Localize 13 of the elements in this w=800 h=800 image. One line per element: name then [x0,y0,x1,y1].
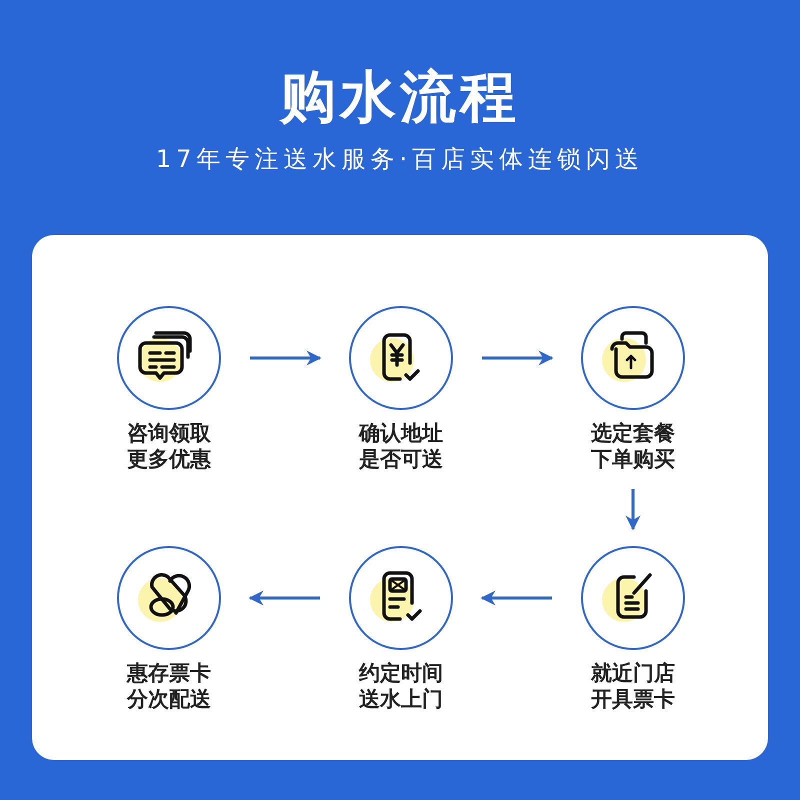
arrow [482,350,554,366]
subtitle: 17年专注送水服务·百店实体连锁闪送 [154,144,646,175]
arrow [250,350,322,366]
arrow [480,590,552,606]
step-label: 约定时间送水上门 [358,660,444,712]
step-label: 就近门店开具票卡 [590,660,676,712]
step-label: 惠存票卡分次配送 [125,660,212,712]
arrow [626,489,640,530]
step-label: 咨询领取更多优惠 [126,420,212,472]
title: 购水流程 [278,64,521,132]
step-label: 确认地址是否可送 [357,420,444,472]
arrow [248,590,320,606]
step-label: 选定套餐下单购买 [590,420,676,472]
